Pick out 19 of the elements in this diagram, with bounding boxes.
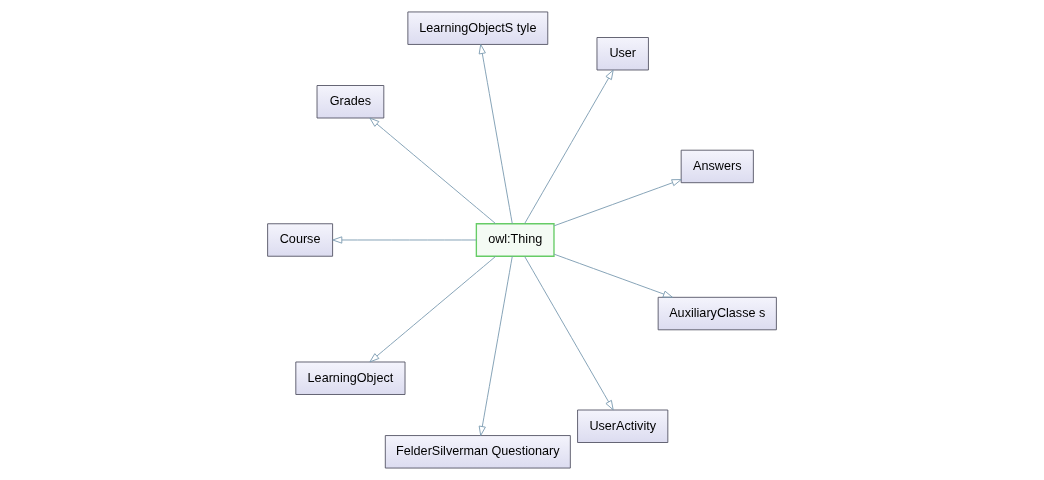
node-box: FelderSilverman Questionary (384, 435, 571, 469)
node-box: owl:Thing (475, 223, 555, 257)
arrow (478, 44, 513, 225)
arrow (553, 179, 682, 227)
node-box: Answers (680, 149, 754, 184)
node-box: LearningObjectS tyle (407, 11, 549, 45)
node-box: UserActivity (577, 409, 669, 443)
arrow (478, 255, 513, 436)
node-box: User (596, 37, 649, 71)
node-box: Grades (316, 85, 385, 119)
arrow (369, 117, 497, 225)
node-box: LearningObject (295, 361, 406, 395)
arrow (332, 236, 477, 244)
arrow (524, 69, 614, 224)
node-box: AuxiliaryClasse s (657, 296, 777, 331)
arrow (524, 256, 614, 411)
arrow (369, 255, 497, 363)
node-box: Course (267, 223, 334, 257)
arrow (553, 253, 673, 298)
